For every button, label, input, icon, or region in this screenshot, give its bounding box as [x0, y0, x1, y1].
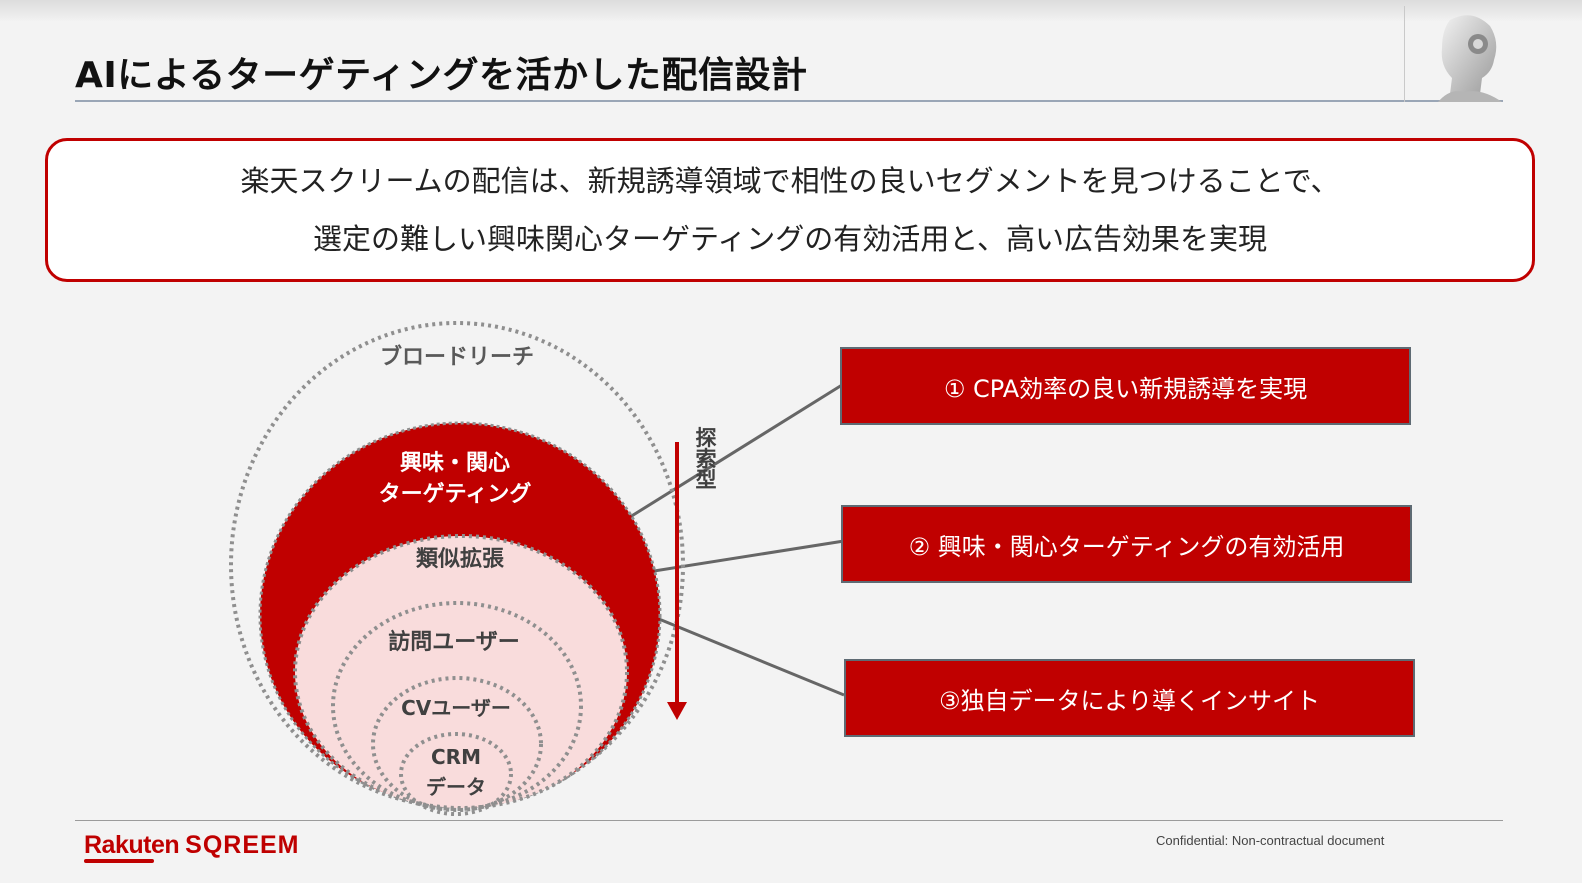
callout-cpa-efficiency: ① CPA効率の良い新規誘導を実現: [840, 347, 1411, 425]
slide-title: AIによるターゲティングを活かした配信設計: [75, 55, 808, 96]
callout-unique-data-insight: ③独自データにより導くインサイト: [844, 659, 1415, 737]
callout-interest-targeting: ② 興味・関心ターゲティングの有効活用: [841, 505, 1412, 583]
logo-swoosh: [84, 859, 154, 863]
interest-targeting-label-line-1: 興味・関心: [400, 451, 510, 476]
cv-users-circle: [371, 676, 543, 812]
key-message-line-1: 楽天スクリームの配信は、新規誘導領域で相性の良いセグメントを見つけることで、: [240, 164, 1340, 198]
logo-product: SQREEM: [185, 831, 300, 859]
broad-reach-circle: [229, 321, 685, 809]
broad-reach-label: ブロードリーチ: [380, 344, 534, 370]
cv-users-label: CVユーザー: [401, 696, 511, 720]
crm-data-circle: [399, 732, 513, 816]
key-message-line-2: 選定の難しい興味関心ターゲティングの有効活用と、高い広告効果を実現: [312, 222, 1268, 256]
key-message-box: 楽天スクリームの配信は、新規誘導領域で相性の良いセグメントを見つけることで、 選…: [45, 138, 1535, 282]
crm-data-label-line-2: データ: [426, 775, 486, 799]
header-vertical-divider: [1404, 6, 1405, 102]
exploration-arrow-head: [667, 702, 687, 720]
footer-divider: [75, 820, 1503, 821]
visitor-users-label: 訪問ユーザー: [388, 629, 520, 655]
lookalike-circle: [293, 534, 629, 810]
exploration-label: 探索型: [693, 427, 717, 490]
lookalike-label: 類似拡張: [416, 547, 505, 572]
interest-targeting-label-line-2: ターゲティング: [379, 481, 532, 507]
visitor-users-circle: [331, 601, 583, 811]
top-shade: [0, 0, 1582, 22]
confidential-notice: Confidential: Non-contractual document: [1156, 833, 1385, 848]
logo-brand: Rakuten: [84, 831, 180, 859]
title-divider: [75, 100, 1503, 102]
connector-line-2: [634, 539, 845, 576]
connector-line-3: [636, 608, 845, 697]
robot-head-icon: [1438, 15, 1502, 102]
crm-data-label-line-1: CRM: [431, 745, 481, 769]
